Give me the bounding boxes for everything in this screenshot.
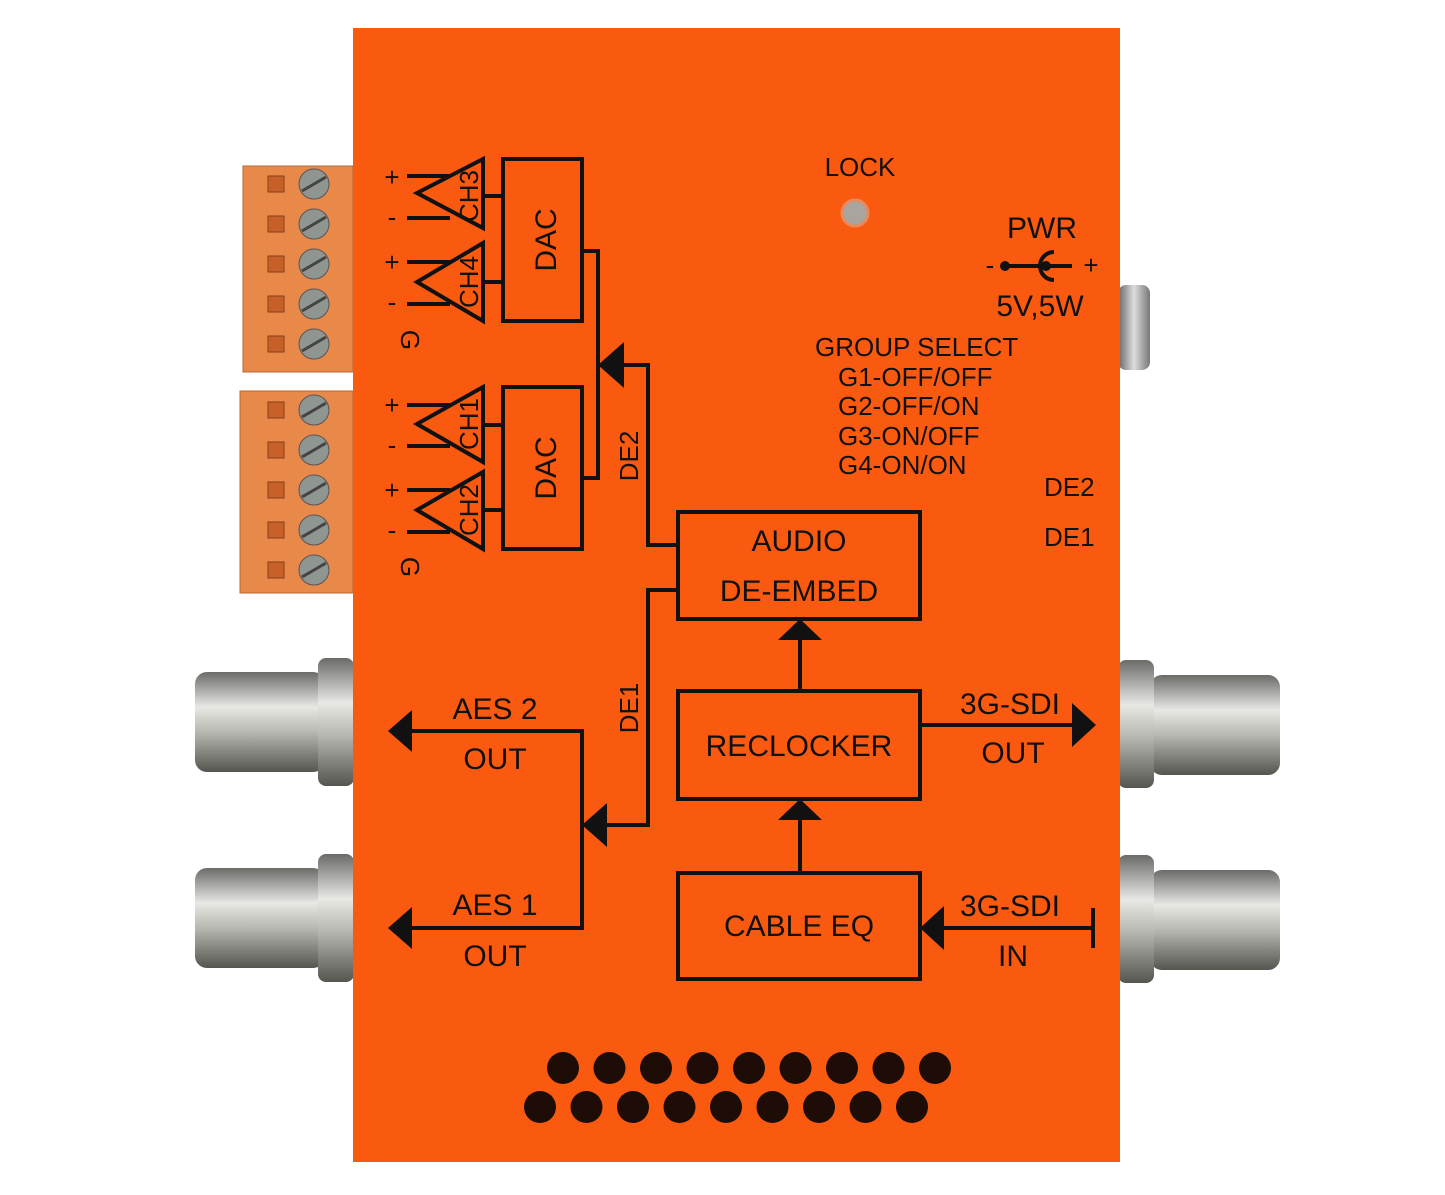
sdi-out-label: 3G-SDI — [960, 688, 1060, 721]
dip-label-de2: DE2 — [1044, 472, 1095, 502]
svg-text:DAC: DAC — [530, 436, 563, 499]
bnc-aes2-connector — [195, 658, 354, 786]
terminal-block-upper — [242, 165, 354, 373]
terminal-label: + — [384, 475, 399, 505]
sdi-in-arrow — [920, 906, 1095, 950]
terminal-slot — [267, 295, 285, 313]
terminal-label: + — [384, 247, 399, 277]
vent-hole — [919, 1052, 951, 1084]
de2-bus: DE2 — [582, 249, 678, 547]
svg-text:CH3: CH3 — [454, 170, 484, 222]
sdi-in-label: 3G-SDI — [960, 890, 1060, 923]
vent-hole — [896, 1091, 928, 1123]
terminal-label: - — [388, 430, 397, 460]
dip-label-de1: DE1 — [1044, 522, 1095, 552]
vent-hole — [593, 1052, 626, 1084]
cable-eq-block: CABLE EQ — [676, 799, 922, 981]
vent-hole — [686, 1052, 719, 1084]
terminal-slot — [267, 335, 285, 353]
group-option: G4-ON/ON — [838, 450, 967, 480]
de1-bus: DE1 — [388, 588, 678, 949]
vent-hole — [524, 1091, 556, 1123]
terminal-slot — [267, 521, 285, 539]
vent-hole — [570, 1091, 603, 1123]
vent-hole — [547, 1052, 579, 1084]
bnc-aes1-connector — [195, 854, 354, 982]
svg-text:DE-EMBED: DE-EMBED — [720, 575, 878, 608]
svg-text:RECLOCKER: RECLOCKER — [706, 730, 893, 763]
sdi-out-arrow — [920, 703, 1096, 747]
group-select-title: GROUP SELECT — [815, 332, 1018, 362]
lock-label: LOCK — [825, 152, 896, 182]
sdi-in-sub-label: IN — [998, 940, 1028, 973]
vent-hole — [849, 1091, 882, 1123]
terminal-slot — [267, 215, 285, 233]
svg-text:+: + — [1083, 250, 1098, 280]
amp-ch1: CH1 — [407, 383, 503, 466]
vent-hole — [733, 1052, 765, 1084]
terminal-slot — [267, 441, 285, 459]
power-rating: 5V,5W — [996, 290, 1084, 323]
aes1-out-label: OUT — [463, 940, 526, 973]
vent-hole — [710, 1091, 742, 1123]
lock-led — [840, 198, 870, 228]
terminal-label: G — [395, 330, 425, 350]
svg-text:CABLE EQ: CABLE EQ — [724, 910, 874, 943]
svg-text:CH1: CH1 — [454, 398, 484, 450]
ventilation-holes — [524, 1052, 951, 1123]
amp-ch2: CH2 — [407, 468, 503, 553]
vent-hole — [872, 1052, 905, 1084]
terminal-slot — [267, 561, 285, 579]
vent-hole — [617, 1091, 649, 1123]
vent-hole — [756, 1091, 789, 1123]
svg-text:DE1: DE1 — [614, 683, 644, 734]
amp-ch4: CH4 — [407, 239, 503, 325]
terminal-label: - — [388, 515, 397, 545]
terminal-slot — [267, 175, 285, 193]
reclocker-block: RECLOCKER — [676, 619, 922, 801]
sdi-out-sub-label: OUT — [981, 737, 1044, 770]
terminal-slot — [267, 255, 285, 273]
aes2-out-label: OUT — [463, 743, 526, 776]
svg-text:DE2: DE2 — [614, 431, 644, 482]
terminal-label: + — [384, 390, 399, 420]
amp-ch3: CH3 — [407, 155, 503, 232]
audio-deembed-block: AUDIO DE-EMBED — [676, 510, 922, 621]
group-option: G1-OFF/OFF — [838, 362, 993, 392]
aes1-label: AES 1 — [452, 889, 537, 922]
group-option: G3-ON/OFF — [838, 421, 980, 451]
terminal-slot — [267, 481, 285, 499]
terminal-label: - — [388, 202, 397, 232]
bnc-sdi-out-connector — [1118, 660, 1280, 788]
terminal-label: + — [384, 162, 399, 192]
power-jack — [1118, 285, 1150, 370]
terminal-slot — [267, 401, 285, 419]
dac-block-lower: DAC — [501, 385, 584, 551]
svg-text:AUDIO: AUDIO — [751, 525, 846, 558]
svg-text:DAC: DAC — [530, 208, 563, 271]
terminal-label: G — [395, 557, 425, 577]
pwr-label: PWR — [1007, 212, 1077, 245]
aes2-label: AES 2 — [452, 693, 537, 726]
svg-text:-: - — [986, 250, 995, 280]
bnc-sdi-in-connector — [1118, 855, 1280, 983]
vent-hole — [803, 1091, 835, 1123]
vent-hole — [779, 1052, 812, 1084]
terminal-label: - — [388, 287, 397, 317]
vent-hole — [826, 1052, 858, 1084]
dac-block-upper: DAC — [501, 157, 584, 323]
vent-hole — [640, 1052, 672, 1084]
group-option: G2-OFF/ON — [838, 391, 980, 421]
svg-text:CH4: CH4 — [454, 256, 484, 308]
device-body — [353, 28, 1120, 1162]
terminal-block-lower — [239, 390, 354, 594]
svg-text:CH2: CH2 — [454, 484, 484, 536]
dc-polarity-icon: - + — [986, 250, 1099, 282]
vent-hole — [663, 1091, 696, 1123]
